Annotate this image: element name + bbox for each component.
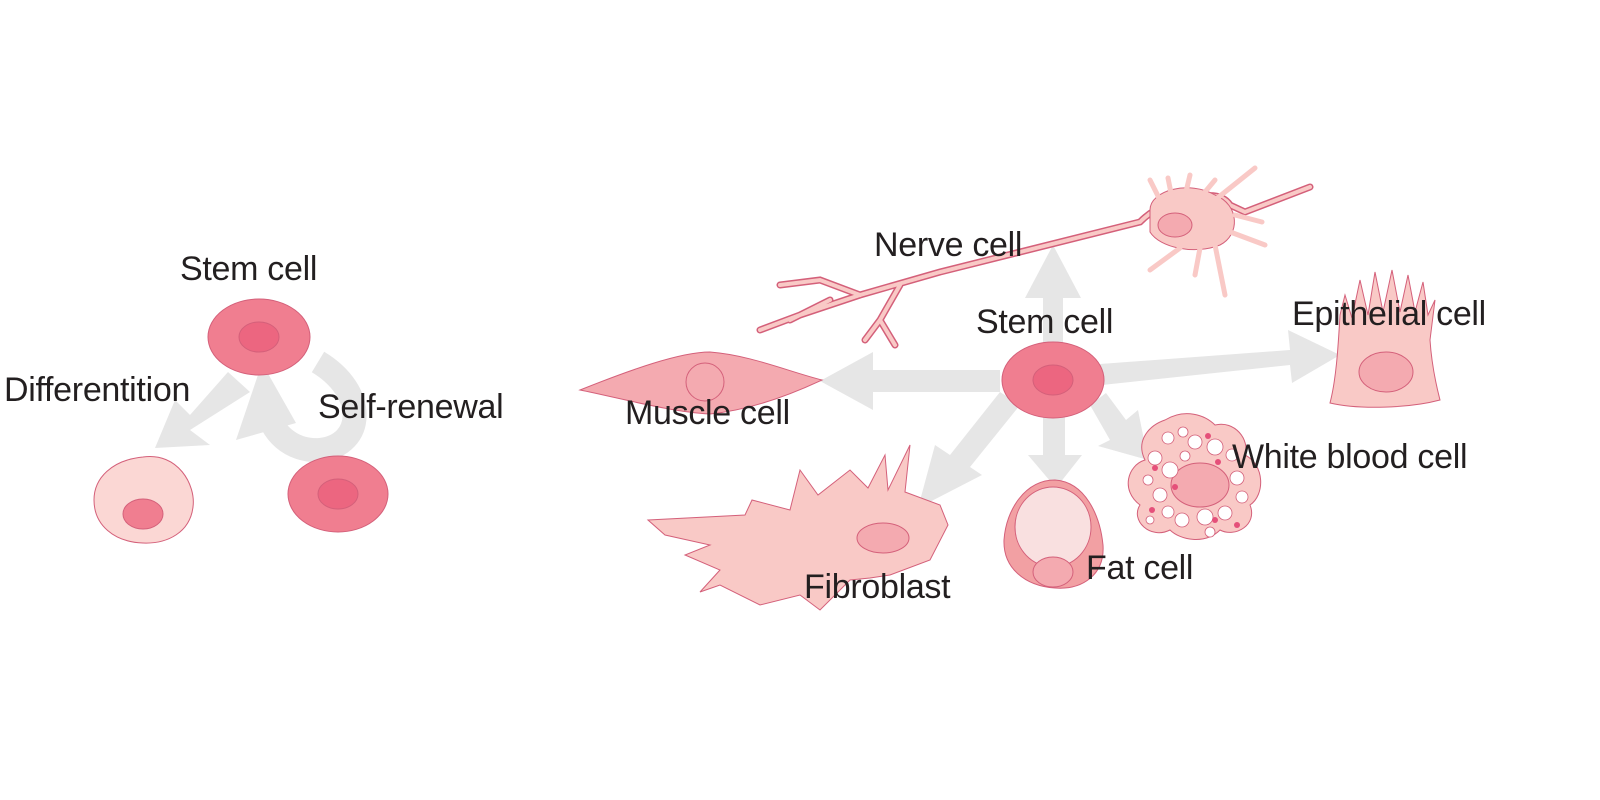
- self-renewal-arrow: [256, 351, 367, 463]
- arrow-to-fat: [1028, 415, 1082, 488]
- left-renewed-stem-cell: [287, 455, 389, 533]
- center-stem-cell-label: Stem cell: [976, 303, 1114, 341]
- muscle-cell: [578, 351, 824, 415]
- arrow-to-white-blood: [1090, 393, 1148, 460]
- nerve-cell-label: Nerve cell: [874, 226, 1023, 264]
- left-panel: [93, 298, 389, 544]
- fat-cell: [1003, 479, 1104, 589]
- left-differentiated-cell: [93, 456, 194, 544]
- left-stem-cell-label: Stem cell: [180, 250, 318, 288]
- self-renewal-arrowhead: [236, 363, 296, 440]
- white-blood-granules: [1149, 433, 1240, 528]
- center-stem-cell: [1001, 341, 1105, 419]
- white-blood-vacuoles: [1142, 426, 1249, 538]
- fat-cell-label: Fat cell: [1086, 549, 1194, 587]
- left-stem-cell: [207, 298, 311, 376]
- arrows: [820, 245, 1340, 508]
- arrow-to-muscle: [820, 352, 1000, 410]
- arrow-to-nerve: [1025, 245, 1081, 348]
- epithelial-cell-label: Epithelial cell: [1292, 295, 1486, 333]
- fibroblast: [646, 444, 949, 611]
- self-renewal-label: Self-renewal: [318, 388, 504, 426]
- right-panel: [578, 165, 1441, 611]
- arrow-to-fibroblast: [918, 392, 1020, 508]
- white-blood-cell-label: White blood cell: [1232, 438, 1468, 476]
- epithelial-cell: [1329, 269, 1441, 408]
- muscle-cell-label: Muscle cell: [625, 394, 790, 432]
- differentiation-arrow: [155, 372, 250, 448]
- white-blood-cell: [1127, 413, 1262, 540]
- arrow-to-epithelial: [1100, 330, 1340, 385]
- differentiation-label: Differentition: [4, 371, 191, 409]
- fibroblast-label: Fibroblast: [804, 568, 951, 606]
- nerve-cell: [756, 165, 1314, 349]
